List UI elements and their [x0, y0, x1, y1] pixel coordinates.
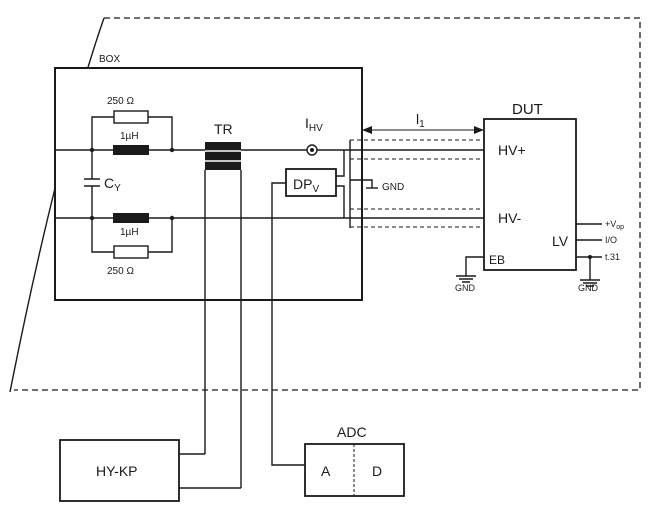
inductor-bottom-label: 1µH: [120, 227, 139, 238]
voltage-divider: [285, 168, 337, 197]
divider-output: [271, 182, 305, 466]
gnd-eb-label: GND: [455, 283, 476, 293]
hv-minus-label: HV-: [498, 210, 522, 226]
arrow-head-left: [362, 126, 372, 134]
bottom-rl-branch: [91, 218, 173, 253]
adc-a-label: A: [321, 463, 331, 479]
top-rl-branch: [91, 116, 173, 150]
dut-box: [483, 118, 577, 271]
current-probe-label: IHV: [305, 115, 323, 134]
divider-taps: [336, 150, 345, 218]
capacitor-cy: [84, 150, 100, 218]
box-label: BOX: [99, 54, 120, 65]
transformer-core: [205, 142, 241, 170]
gnd-box-label: GND: [382, 182, 404, 193]
adc-d-label: D: [372, 463, 382, 479]
junction-dot: [169, 147, 175, 153]
inductor-top: [113, 145, 149, 155]
outer-enclosure: [14, 17, 641, 391]
resistor-bottom-label: 250 Ω: [107, 266, 134, 277]
current-probe-core: [310, 148, 314, 152]
capacitor-label: CY: [104, 175, 121, 194]
vop-label: +Vop: [605, 219, 624, 231]
hykp-label: HY-KP: [96, 463, 138, 479]
junction-dot: [169, 215, 175, 221]
resistor-bottom: [113, 245, 149, 259]
inductor-bottom: [113, 213, 149, 223]
adc-label: ADC: [337, 424, 367, 440]
lv-label: LV: [552, 233, 569, 249]
gnd-lv-label: GND: [578, 283, 599, 293]
gnd-lv-symbol: [580, 279, 600, 287]
resistor-top-label: 250 Ω: [107, 96, 134, 107]
io-label: I/O: [605, 235, 617, 245]
hykp-box: [59, 439, 180, 502]
eb-ground-wire: [465, 256, 484, 276]
arrow-head-right: [474, 126, 484, 134]
dut-label: DUT: [512, 101, 543, 118]
gnd-eb-symbol: [456, 275, 476, 283]
t31-label: t.31: [605, 252, 620, 262]
resistor-top: [113, 110, 149, 124]
inductor-top-label: 1µH: [120, 131, 139, 142]
voltage-divider-label: DPV: [293, 176, 319, 195]
eb-label: EB: [489, 253, 505, 267]
transformer-label: TR: [214, 121, 233, 137]
hv-plus-label: HV+: [498, 142, 526, 158]
shield-wire: [349, 140, 373, 228]
distance-label: l1: [416, 111, 425, 130]
